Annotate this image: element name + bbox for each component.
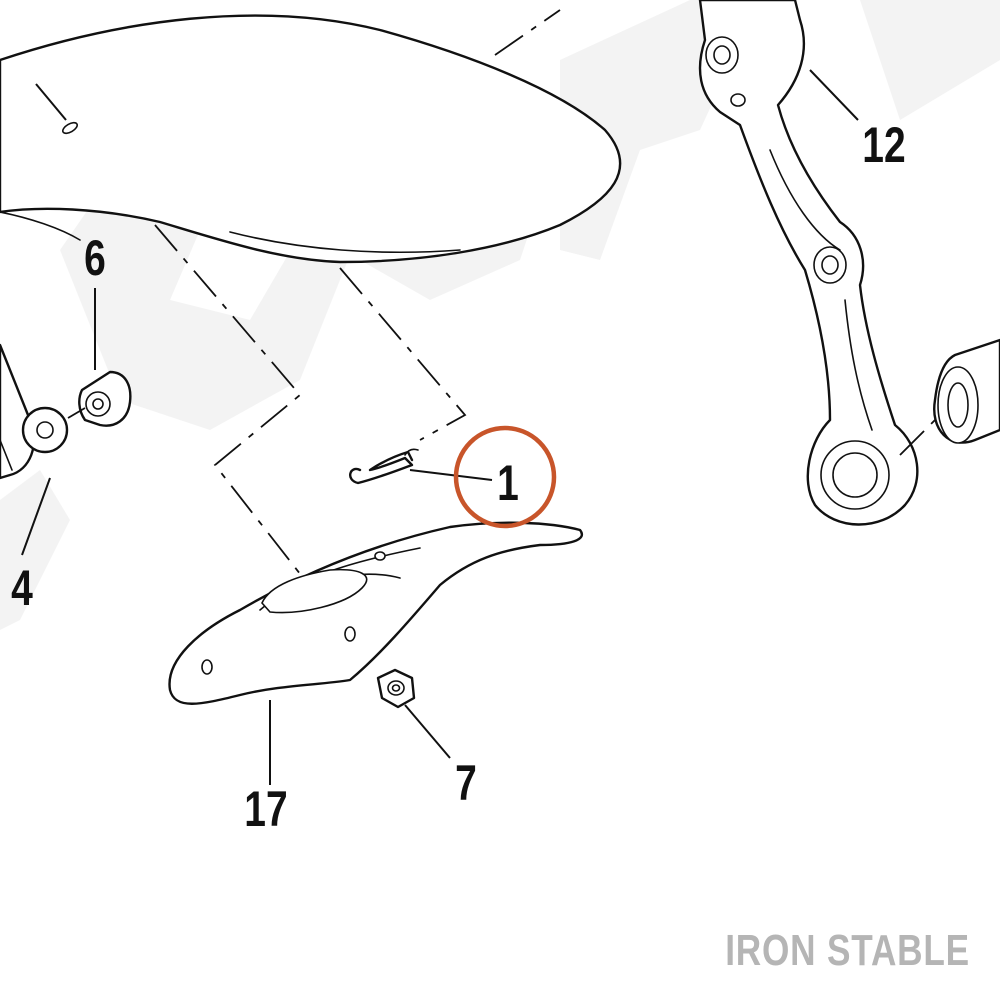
callout-part-7: 7 [455,754,477,811]
front-fender [0,14,622,264]
callout-part-12: 12 [862,116,905,173]
hairpin-clip [349,448,493,485]
axle-spacer [899,338,1000,456]
brand-watermark: IRON STABLE [725,926,970,975]
washer [21,406,69,556]
callout-part-6: 6 [84,229,106,286]
highlight-ring [453,425,557,529]
acorn-nut [67,288,132,427]
callout-part-17: 17 [244,780,287,837]
assembly-lines [154,9,561,626]
fork-leg [698,0,919,526]
fork-small-boss [730,93,746,107]
fender-brace [168,521,583,785]
fender-bracket [0,343,36,480]
small-nut [376,668,451,759]
callout-part-1: 1 [497,454,519,511]
fender-mount-hole [61,121,79,135]
callout-part-4: 4 [11,559,33,616]
